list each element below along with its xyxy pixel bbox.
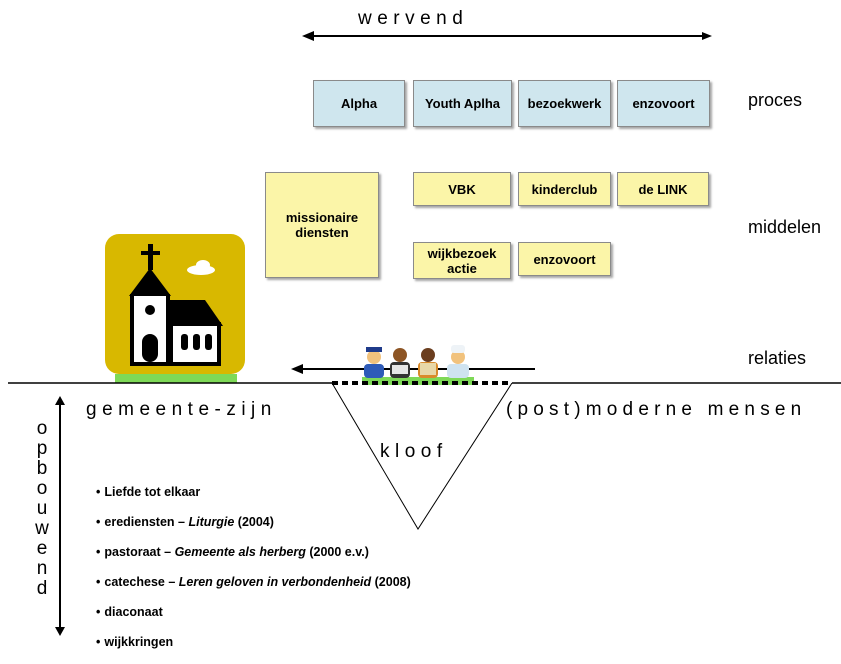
relaties-arrow [291, 364, 535, 374]
opbouwend-letter: b [36, 458, 48, 479]
box-enzovoort-proces: enzovoort [617, 80, 710, 127]
box-wijkbezoek-actie: wijkbezoek actie [413, 242, 511, 279]
list-item: •diaconaat [96, 605, 163, 619]
label-kloof: kloof [380, 441, 448, 462]
box-missionaire-diensten: missionaire diensten [265, 172, 379, 278]
opbouwend-letter: e [36, 538, 48, 559]
box-alpha: Alpha [313, 80, 405, 127]
opbouwend-letter: p [36, 438, 48, 459]
label-postmoderne-mensen: (post)moderne mensen [506, 399, 807, 420]
label-gemeente-zijn: gemeente-zijn [86, 399, 277, 420]
label-relaties: relaties [748, 348, 807, 368]
opbouwend-arrow [55, 396, 65, 636]
wervend-label: wervend [358, 8, 469, 29]
box-youth-alpha: Youth Aplha [413, 80, 512, 127]
opbouwend-letter: n [36, 558, 48, 579]
opbouwend-letter: o [36, 478, 48, 499]
box-enzovoort-middelen: enzovoort [518, 242, 611, 276]
list-item: •wijkkringen [96, 635, 174, 649]
box-bezoekwerk: bezoekwerk [518, 80, 611, 127]
ground-line [8, 381, 841, 530]
church-icon [105, 234, 245, 384]
wervend-arrow [302, 31, 712, 41]
label-proces: proces [748, 90, 803, 110]
label-middelen: middelen [748, 217, 822, 237]
box-kinderclub: kinderclub [518, 172, 611, 206]
list-item: •catechese – Leren geloven in verbondenh… [96, 575, 411, 589]
list-item: •erediensten – Liturgie (2004) [96, 515, 274, 529]
opbouwend-letter: o [36, 418, 48, 439]
box-vbk: VBK [413, 172, 511, 206]
list-item: •Liefde tot elkaar [96, 485, 201, 499]
opbouwend-letter: d [36, 578, 48, 599]
opbouwend-letter: w [35, 518, 49, 539]
list-item: •pastoraat – Gemeente als herberg (2000 … [96, 545, 369, 559]
label-opbouwend: o p b o u w e n d [33, 419, 51, 599]
opbouw-list: •Liefde tot elkaar •erediensten – Liturg… [96, 484, 411, 664]
box-de-link: de LINK [617, 172, 709, 206]
opbouwend-letter: u [36, 498, 48, 519]
